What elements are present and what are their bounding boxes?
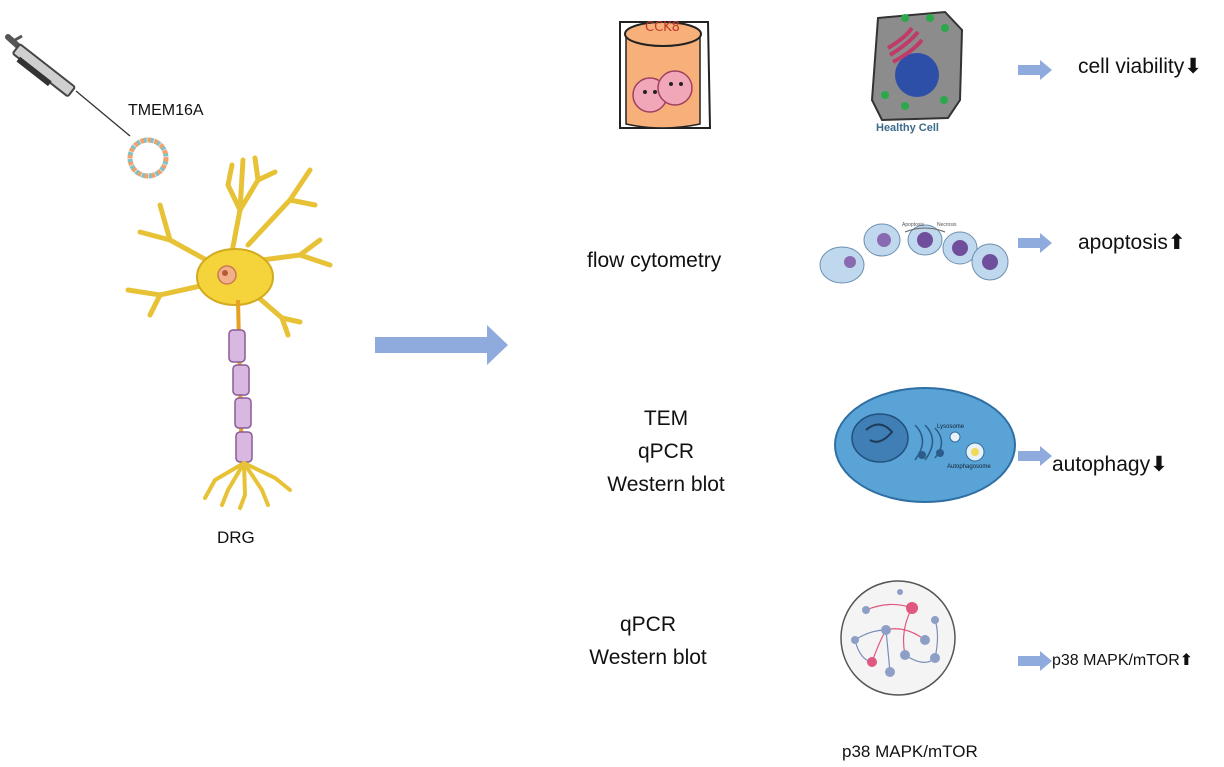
lysosome-label: Lysosome [937,424,965,430]
necrosis-small-label: Necrosis [937,222,957,228]
cck8-cup-illustration [619,21,712,129]
method-flow-cytometry: flow cytometry [587,249,722,272]
result-arrow-viability [1018,60,1052,80]
method-tem: TEM [643,407,689,430]
plasmid-icon [127,137,169,179]
method-tem-western-blot: Western blot [607,473,725,496]
healthy-cell-label: Healthy Cell [876,122,939,134]
apoptosis-small-label: Apoptosis [902,222,924,228]
up-arrow-icon: ⬆ [1179,650,1194,669]
result-pathway-text: p38 MAPK/mTOR [1052,652,1180,669]
result-arrow-pathway [1018,651,1052,671]
method-western-blot: Western blot [589,646,707,669]
result-cell-viability-text: cell viability [1078,55,1185,78]
result-apoptosis: apoptosis⬆ [1078,230,1186,255]
result-pathway: p38 MAPK/mTOR⬆ [1052,650,1193,670]
method-qpcr: qPCR [619,613,677,636]
drg-label: DRG [217,528,255,547]
syringe-icon [5,34,131,137]
result-arrow-autophagy [1018,446,1052,466]
result-arrow-apoptosis [1018,233,1052,253]
method-tem-qpcr: qPCR [637,440,695,463]
up-arrow-icon: ⬆ [1167,230,1186,254]
drg-neuron-illustration [125,155,333,510]
result-autophagy: autophagy⬇ [1052,452,1168,477]
tem-cell-illustration [834,387,1016,503]
tmem16a-label: TMEM16A [128,102,204,119]
healthy-cell-illustration [870,10,964,122]
pathway-network-illustration [840,580,956,696]
down-arrow-icon: ⬇ [1184,54,1202,78]
result-cell-viability: cell viability⬇ [1078,54,1202,79]
result-apoptosis-text: apoptosis [1078,231,1168,254]
result-autophagy-text: autophagy [1052,453,1151,476]
autophagosome-label: Autophagosome [947,464,991,470]
cck8-text: CCK8 [645,20,680,35]
apoptosis-stages-illustration [819,223,1009,284]
method-group-tem: TEM qPCR Western blot [596,402,736,501]
myelin-sheath [228,329,253,463]
pathway-caption: p38 MAPK/mTOR [842,742,978,761]
down-arrow-icon: ⬇ [1150,452,1168,476]
method-group-qpcr: qPCR Western blot [578,608,718,674]
main-flow-arrow [375,325,508,365]
